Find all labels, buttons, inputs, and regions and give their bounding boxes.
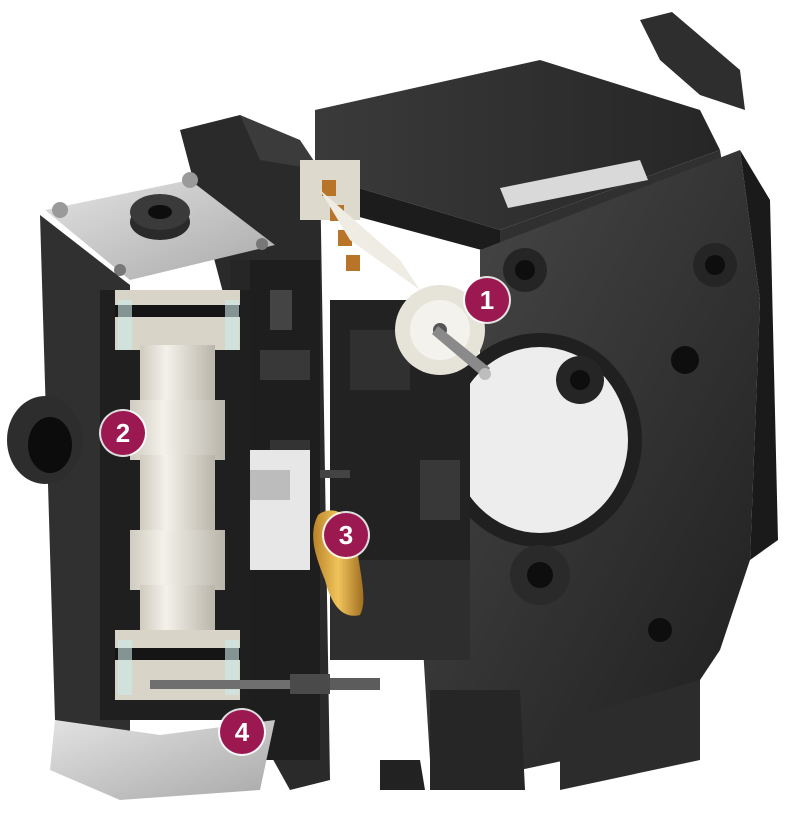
nameplate [500, 160, 648, 208]
bottom-rod [150, 674, 380, 694]
callout-2: 2 [101, 411, 145, 455]
callout-3: 3 [324, 513, 368, 557]
spring-actuator [300, 160, 491, 380]
bottom-plate [50, 720, 275, 800]
callout-1: 1 [465, 278, 509, 322]
callout-4: 4 [220, 710, 264, 754]
